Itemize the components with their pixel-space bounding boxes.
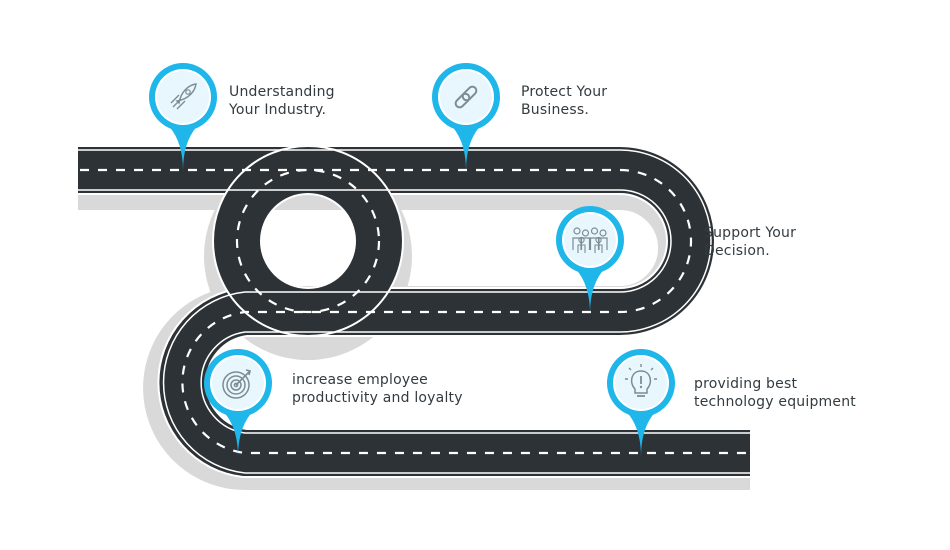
rocket-icon [170, 83, 197, 110]
map-pin-1 [149, 63, 217, 171]
lightbulb-icon [625, 364, 657, 397]
map-pin-4 [204, 349, 272, 457]
map-pin-2 [432, 63, 500, 171]
target-icon [222, 369, 251, 399]
team-icon [572, 227, 608, 253]
map-pin-3 [556, 206, 624, 314]
lane-markings [80, 168, 750, 455]
chain-link-icon [454, 85, 478, 109]
map-pin-5 [607, 349, 675, 457]
